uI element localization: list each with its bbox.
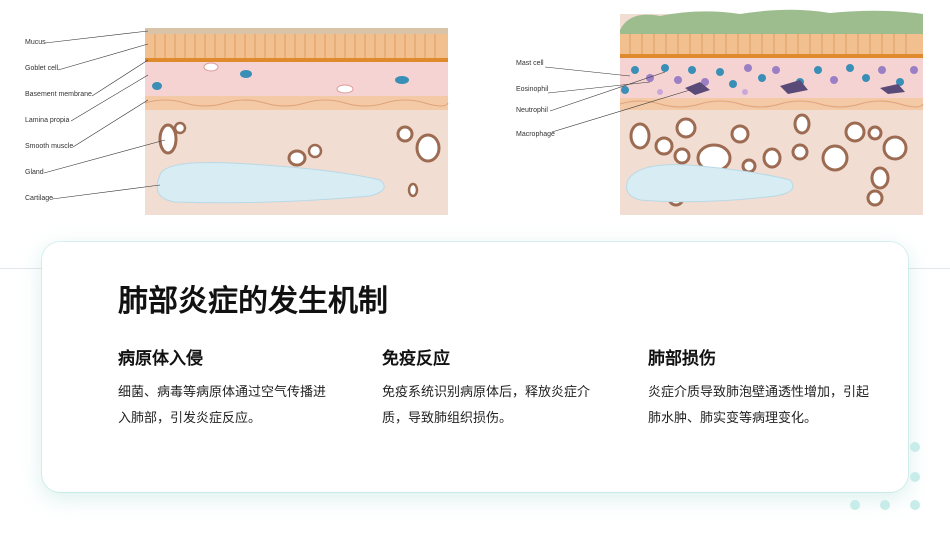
decor-dot	[910, 500, 920, 510]
decor-dot	[880, 500, 890, 510]
decor-dot	[850, 500, 860, 510]
label-basement-membrane: Basement membrane	[25, 91, 92, 98]
label-neutrophil: Neutrophil	[516, 107, 548, 114]
heading-pathogen-invasion: 病原体入侵	[118, 349, 203, 369]
heading-immune-response: 免疫反应	[382, 349, 450, 369]
label-mast-cell: Mast cell	[516, 60, 544, 67]
label-gland: Gland	[25, 169, 44, 176]
mechanism-card	[42, 242, 908, 492]
label-eosinophil: Eosinophil	[516, 86, 549, 93]
label-smooth-muscle: Smooth muscle	[25, 143, 74, 150]
label-lamina-propia: Lamina propia	[25, 117, 70, 124]
text-pathogen-invasion: 细菌、病毒等病原体通过空气传播进入肺部，引发炎症反应。	[118, 385, 327, 426]
normal-airway-illustration	[43, 28, 449, 215]
text-lung-injury: 炎症介质导致肺泡壁通透性增加，引起肺水肿、肺实变等病理变化。	[648, 385, 870, 426]
decor-dot	[910, 472, 920, 482]
label-macrophage: Macrophage	[516, 131, 555, 138]
label-mucus: Mucus	[25, 39, 46, 46]
label-cartilage: Cartilage	[25, 195, 54, 202]
inflamed-airway-illustration	[544, 9, 924, 215]
decor-dot	[910, 442, 920, 452]
label-goblet-cell: Goblet cell	[25, 65, 59, 72]
text-immune-response: 免疫系统识别病原体后，释放炎症介质，导致肺组织损伤。	[382, 385, 591, 426]
page-title: 肺部炎症的发生机制	[118, 284, 388, 319]
heading-lung-injury: 肺部损伤	[648, 349, 716, 369]
